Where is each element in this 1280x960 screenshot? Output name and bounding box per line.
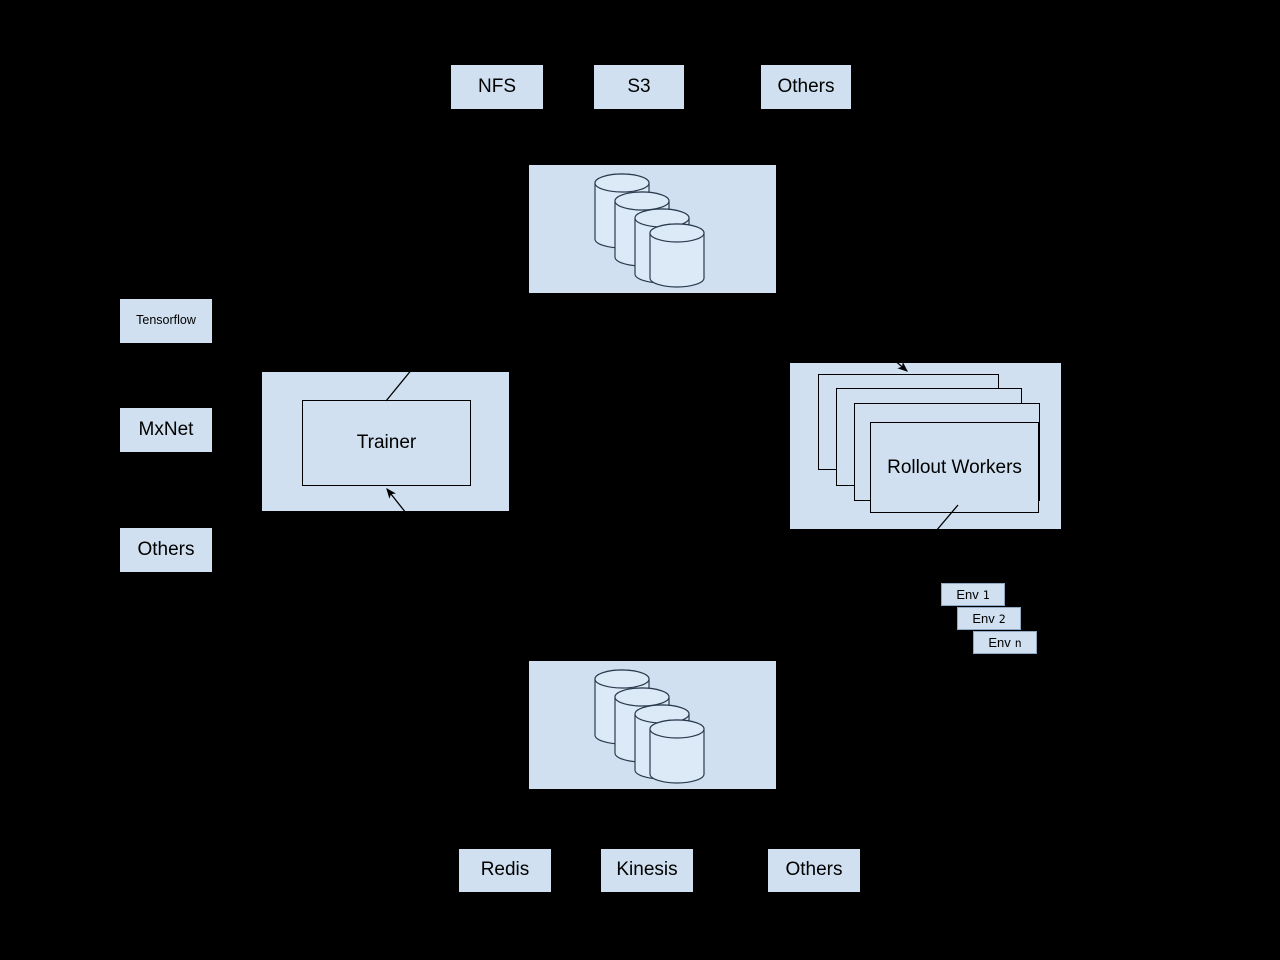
framework-node-mxnet-label: MxNet — [138, 418, 194, 440]
framework-node-others[interactable]: Others — [120, 528, 212, 572]
env-chip-2[interactable]: Env 2 — [957, 607, 1021, 630]
storage-node-others-top-label: Others — [777, 75, 835, 97]
framework-node-tensorflow-label: Tensorflow — [136, 313, 196, 328]
queue-node-redis[interactable]: Redis — [459, 849, 551, 892]
database-cluster-top — [529, 165, 776, 293]
env-chip-n-prefix: Env — [988, 635, 1011, 650]
storage-node-others-top[interactable]: Others — [761, 65, 851, 109]
env-chip-n[interactable]: Env n — [973, 631, 1037, 654]
queue-node-others-bottom-label: Others — [785, 859, 843, 881]
trainer-box[interactable]: Trainer — [302, 400, 471, 486]
queue-node-redis-label: Redis — [480, 859, 530, 881]
env-chip-2-index: 2 — [998, 611, 1006, 626]
queue-node-others-bottom[interactable]: Others — [768, 849, 860, 892]
rollout-worker-stack-1[interactable]: Rollout Workers — [870, 422, 1039, 513]
database-cylinders-bottom-icon — [594, 669, 705, 784]
env-chip-1[interactable]: Env 1 — [941, 583, 1005, 606]
framework-node-others-label: Others — [137, 538, 195, 560]
env-chip-1-prefix: Env — [956, 587, 979, 602]
framework-node-tensorflow[interactable]: Tensorflow — [120, 299, 212, 343]
rollout-workers-label: Rollout Workers — [887, 456, 1022, 478]
storage-node-s3-label: S3 — [627, 75, 651, 97]
env-chip-1-index: 1 — [982, 587, 990, 602]
queue-node-kinesis-label: Kinesis — [616, 859, 678, 881]
env-chip-n-index: n — [1014, 635, 1022, 650]
queue-node-kinesis[interactable]: Kinesis — [601, 849, 693, 892]
storage-node-nfs-label: NFS — [478, 75, 516, 97]
storage-node-nfs[interactable]: NFS — [451, 65, 543, 109]
framework-node-mxnet[interactable]: MxNet — [120, 408, 212, 452]
trainer-label: Trainer — [356, 432, 417, 453]
database-cylinders-top-icon — [594, 173, 705, 288]
storage-node-s3[interactable]: S3 — [594, 65, 684, 109]
env-chip-2-prefix: Env — [972, 611, 995, 626]
database-cluster-bottom — [529, 661, 776, 789]
